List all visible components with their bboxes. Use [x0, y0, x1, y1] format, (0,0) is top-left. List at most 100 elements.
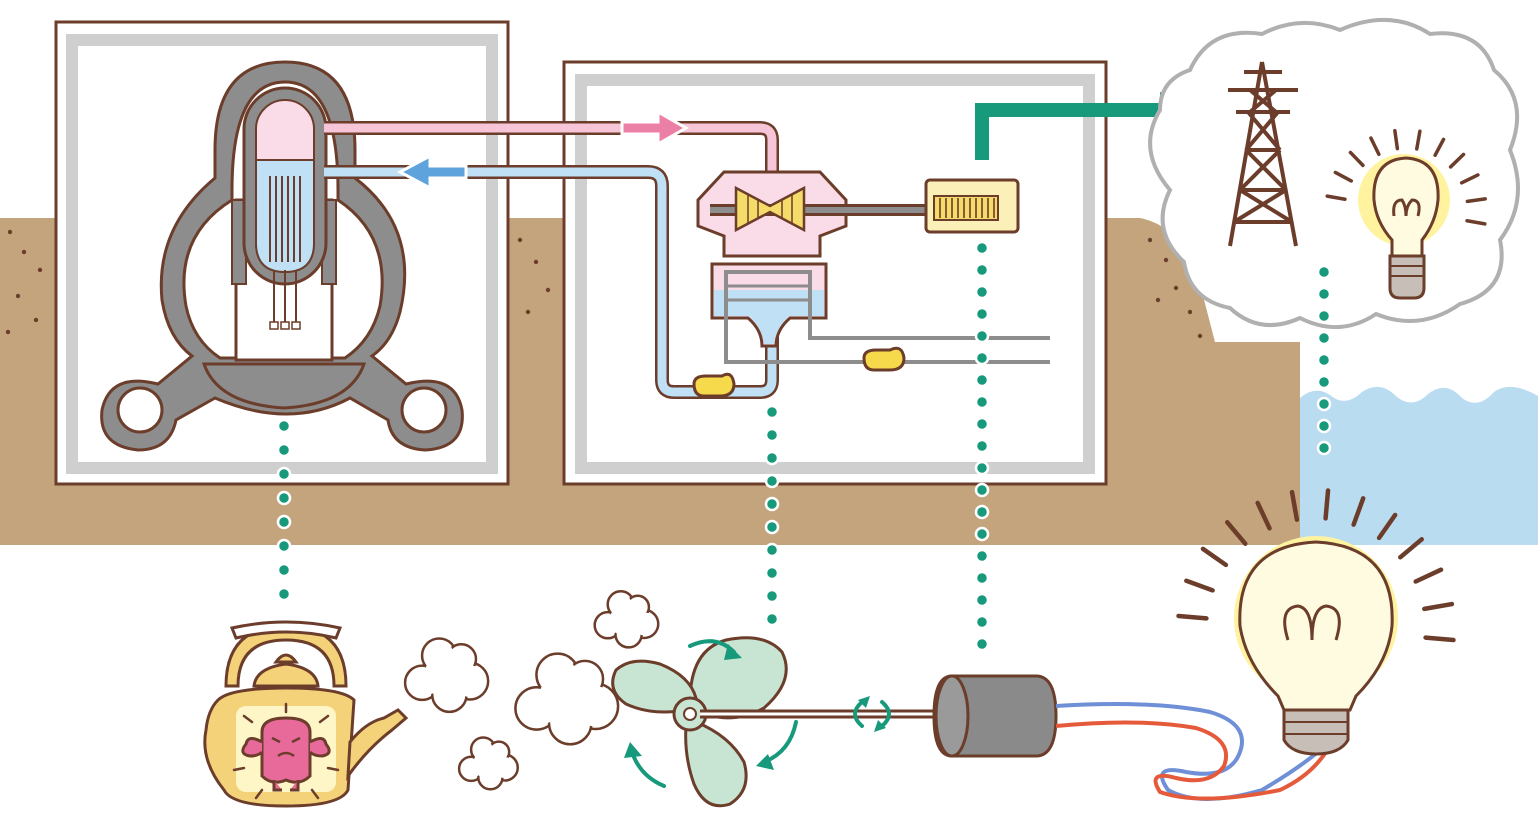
- steam-fill: [407, 668, 437, 698]
- link-dot: [764, 496, 780, 512]
- link-dot: [1316, 286, 1332, 302]
- steam-puff: [457, 736, 520, 791]
- steam-puff: [593, 590, 660, 649]
- link-dot: [974, 284, 990, 300]
- ray: [1376, 512, 1398, 541]
- ray: [1423, 635, 1456, 643]
- spark: [232, 766, 246, 772]
- steam-fill: [617, 623, 640, 645]
- link-dot: [974, 240, 990, 256]
- steam-fill: [449, 646, 474, 672]
- link-dot: [276, 514, 292, 530]
- steam-fill: [517, 689, 556, 728]
- cooling-water-pump: [862, 346, 906, 372]
- link-dot: [1316, 440, 1332, 456]
- generator-coil-icon: [924, 178, 1020, 234]
- control-rods: [269, 270, 301, 330]
- link-dot: [764, 542, 780, 558]
- ray: [1413, 567, 1444, 584]
- link-dot: [974, 614, 990, 630]
- link-dot: [276, 418, 292, 434]
- soil-dot: [1163, 257, 1169, 263]
- link-dot: [974, 306, 990, 322]
- link-dot: [1316, 264, 1332, 280]
- link-dot: [1316, 396, 1332, 412]
- motor-icon: [932, 674, 1328, 801]
- ray: [1398, 537, 1424, 560]
- link-dot: [974, 394, 990, 410]
- soil-dot: [525, 309, 531, 315]
- link-dot: [276, 586, 292, 602]
- steam-fill: [494, 757, 516, 779]
- link-dot: [974, 570, 990, 586]
- link-dot: [974, 504, 990, 520]
- spark: [318, 714, 330, 724]
- propeller-blade-bottom: [684, 720, 748, 808]
- return-water-pipe: [324, 153, 779, 399]
- steam-fill: [490, 744, 507, 760]
- link-dot: [1316, 330, 1332, 346]
- spark: [310, 788, 320, 800]
- return-water-arrow: [396, 153, 468, 191]
- steam-puff: [403, 637, 490, 714]
- link-dot: [974, 636, 990, 652]
- ray: [1176, 613, 1209, 621]
- steam-fill: [473, 740, 493, 760]
- ray: [1448, 152, 1466, 169]
- soil-dot: [1187, 309, 1193, 315]
- link-dot: [974, 372, 990, 388]
- turbine-building: [562, 60, 1108, 486]
- ray: [1433, 137, 1446, 158]
- soil-dot: [1197, 333, 1203, 339]
- pressure-vessel-water: [255, 159, 315, 274]
- spark: [326, 766, 340, 772]
- hot-steam-arrow: [620, 109, 690, 147]
- kettle-spout: [346, 708, 409, 782]
- ray: [1348, 150, 1365, 168]
- ray: [1369, 136, 1381, 157]
- feedwater-pump: [692, 372, 736, 398]
- steam-fill: [597, 614, 619, 636]
- link-dot: [276, 442, 292, 458]
- link-dot: [764, 427, 780, 443]
- ray: [1289, 489, 1300, 522]
- soil-dot: [545, 287, 551, 293]
- steam-fill: [461, 759, 481, 779]
- soil-dot: [5, 329, 11, 335]
- link-dot: [974, 592, 990, 608]
- connection-dots: [276, 240, 1332, 652]
- containment-floor: [201, 362, 367, 410]
- ray: [1323, 488, 1331, 521]
- link-dot: [974, 262, 990, 278]
- link-dot: [974, 350, 990, 366]
- steam-fill: [628, 598, 647, 616]
- link-dot: [764, 450, 780, 466]
- link-dot: [276, 466, 292, 482]
- link-dot: [974, 482, 990, 498]
- spark: [242, 714, 254, 724]
- soil-dot: [1147, 237, 1153, 243]
- ray: [1184, 578, 1215, 593]
- ray: [1415, 129, 1422, 151]
- soil-dot: [1155, 297, 1161, 303]
- steam-fill: [551, 704, 589, 742]
- fuel-rods: [269, 176, 301, 262]
- soil-dot: [37, 267, 43, 273]
- steam-fill: [569, 663, 601, 695]
- link-dot: [764, 519, 780, 535]
- ray: [1351, 496, 1366, 527]
- ray: [1422, 601, 1455, 612]
- propeller-blade-left: [611, 659, 698, 714]
- soil-dot: [33, 317, 39, 323]
- light-bulb-icon: [1325, 129, 1487, 300]
- steam-cloud-icon: [403, 590, 660, 791]
- ray: [1255, 500, 1272, 531]
- condenser: [710, 262, 1050, 364]
- link-dot: [764, 588, 780, 604]
- ray: [1459, 173, 1480, 185]
- wire-red: [1055, 720, 1328, 801]
- reactor-containment-icon: [100, 60, 464, 452]
- grid-bubble: [1148, 18, 1520, 329]
- link-dot: [974, 438, 990, 454]
- soil-dot: [517, 237, 523, 243]
